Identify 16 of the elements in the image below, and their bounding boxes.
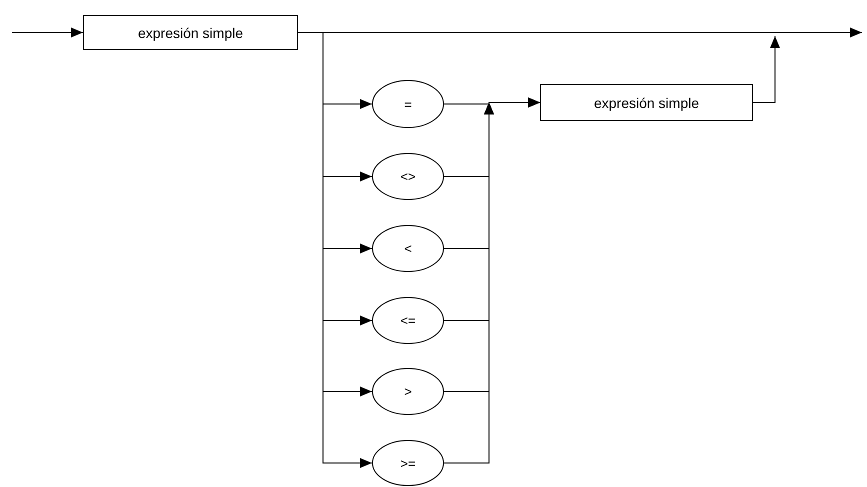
- process-box: [540, 84, 753, 121]
- node-label: <=: [400, 313, 416, 328]
- node-label: <>: [400, 169, 416, 184]
- node-label: >=: [400, 456, 416, 470]
- node-label: expresión simple: [594, 94, 700, 110]
- node-label: expresión simple: [138, 24, 244, 40]
- terminal-ellipse: [372, 440, 444, 486]
- process-box: [83, 15, 298, 50]
- terminal-ellipse: [372, 297, 444, 344]
- node-label: =: [404, 96, 412, 112]
- terminal-ellipse: [372, 368, 444, 415]
- terminal-ellipse: [372, 80, 444, 128]
- node-label: <: [404, 241, 412, 256]
- terminal-ellipse: [372, 225, 444, 272]
- node-label: >: [404, 384, 412, 399]
- terminal-ellipse: [372, 153, 444, 200]
